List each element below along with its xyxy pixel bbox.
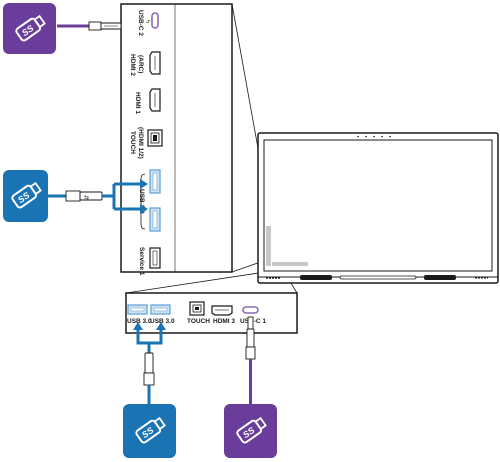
display-monitor <box>257 132 499 284</box>
svg-text:⇆: ⇆ <box>84 194 89 201</box>
hdmi2-label: HDMI 2 <box>129 54 136 76</box>
usbc2-port[interactable] <box>151 12 159 29</box>
side-usb30-port-2[interactable] <box>149 207 161 232</box>
bottom-usb30-port-1[interactable] <box>127 304 148 315</box>
service-label: Service 1 <box>138 247 145 276</box>
bottom-usb30-label-1: USB 3.0 <box>127 318 152 325</box>
zoom-line-bottom-left <box>125 270 273 294</box>
usbc2-power-glyph: ϟ <box>144 20 150 24</box>
bottom-hdmi3-port[interactable] <box>211 305 233 316</box>
bottom-usb-cable <box>133 322 166 404</box>
side-usb-cable: ⇆ <box>47 179 148 214</box>
hdmi1-label: HDMI 1 <box>134 92 141 114</box>
bottom-connector-panel: USB 3.0 USB 3.0 TOUCH HDMI 3 USB-C 1 <box>125 292 298 334</box>
bottom-usb30-port-2[interactable] <box>150 304 171 315</box>
hdmi2-port[interactable] <box>149 51 161 75</box>
usb-drive-icon <box>3 3 56 54</box>
bottom-usbc1-port[interactable] <box>242 306 259 314</box>
bottom-usbc-cable <box>245 316 256 404</box>
usbc2-label: USB-C 2 <box>137 10 144 36</box>
bottom-usb30-label-2: USB 3.0 <box>150 318 175 325</box>
bottom-touch-label: TOUCH <box>187 318 210 325</box>
hdmi2-sub-label: (ARC) <box>137 55 144 73</box>
touch-port[interactable] <box>147 129 163 147</box>
bottom-touch-port[interactable] <box>189 301 205 316</box>
side-connector-panel: USB-C 2 ϟ HDMI 2 (ARC) HDMI 1 TOUCH (HDM… <box>120 3 233 276</box>
side-usb30-port-1[interactable] <box>149 169 161 194</box>
usb-drive-icon <box>224 404 277 458</box>
touch-label: TOUCH <box>129 131 136 154</box>
usb-drive-icon <box>3 170 48 222</box>
side-usb30-label: USB 3.0 <box>138 189 145 214</box>
touch-sub-label: (HDMI 1/2) <box>137 127 144 159</box>
hdmi1-port[interactable] <box>149 88 161 112</box>
service-port[interactable] <box>149 247 161 269</box>
usb-drive-icon <box>123 404 176 458</box>
bottom-hdmi3-label: HDMI 3 <box>213 318 235 325</box>
usbc2-cable <box>57 21 122 31</box>
